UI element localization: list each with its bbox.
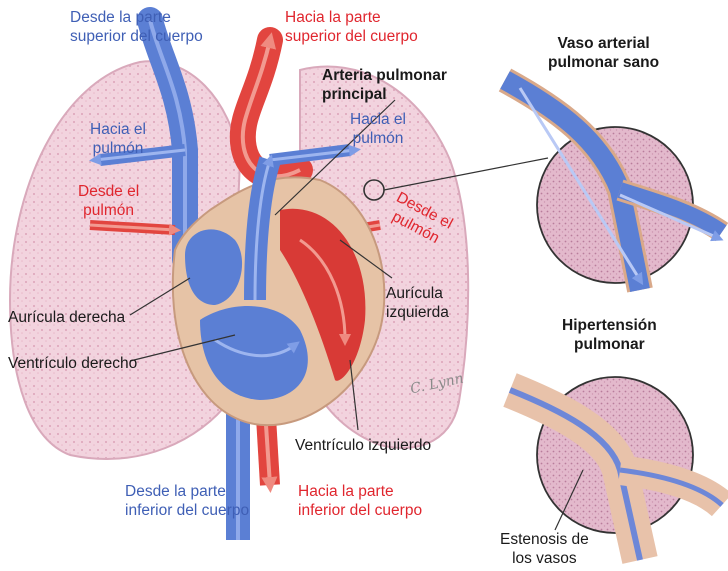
label-desde-inferior: Desde la parte inferior del cuerpo	[125, 482, 249, 520]
label-estenosis: Estenosis de los vasos	[500, 530, 589, 568]
label-auricula-izquierda: Aurícula izquierda	[386, 284, 449, 322]
label-hipertension: Hipertensión pulmonar	[562, 316, 657, 354]
label-hacia-pulmon-left: Hacia el pulmón	[90, 120, 146, 158]
label-ventriculo-izquierdo: Ventrículo izquierdo	[295, 436, 431, 455]
label-hacia-superior: Hacia la parte superior del cuerpo	[285, 8, 418, 46]
label-hacia-inferior: Hacia la parte inferior del cuerpo	[298, 482, 422, 520]
label-desde-pulmon-left: Desde el pulmón	[78, 182, 139, 220]
label-vaso-sano: Vaso arterial pulmonar sano	[548, 34, 659, 72]
label-hacia-pulmon-right: Hacia el pulmón	[350, 110, 406, 148]
label-desde-superior: Desde la parte superior del cuerpo	[70, 8, 203, 46]
label-ventriculo-derecho: Ventrículo derecho	[8, 354, 137, 373]
label-arteria-pulmonar: Arteria pulmonar principal	[322, 66, 447, 104]
label-auricula-derecha: Aurícula derecha	[8, 308, 125, 327]
